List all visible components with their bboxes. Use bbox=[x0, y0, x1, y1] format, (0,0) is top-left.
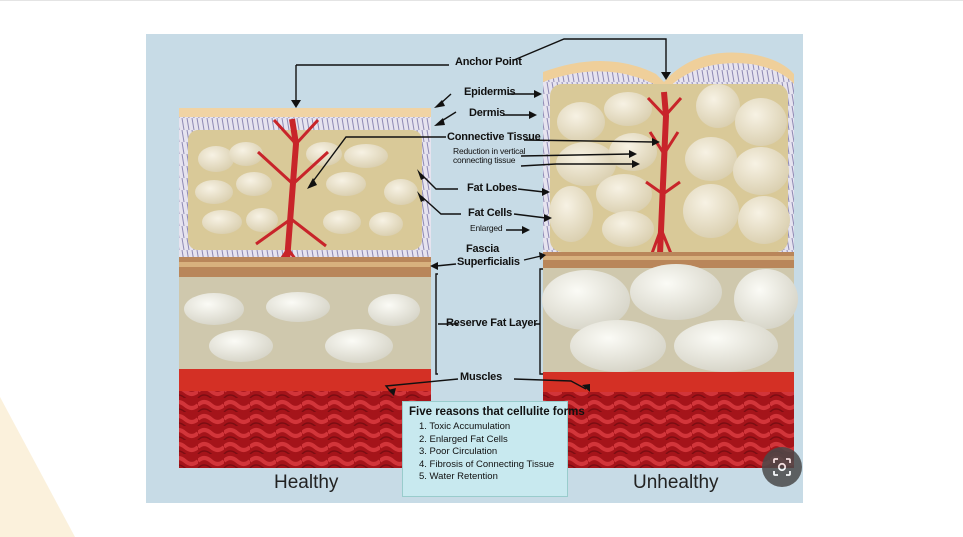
cellulite-diagram: Anchor Point Epidermis Dermis Connective… bbox=[146, 34, 803, 503]
label-epidermis: Epidermis bbox=[464, 86, 516, 98]
reason-item: 3. Poor Circulation bbox=[419, 446, 498, 457]
label-reduction-line2: connecting tissue bbox=[453, 155, 516, 165]
label-dermis: Dermis bbox=[469, 107, 506, 119]
reason-item: 1. Toxic Accumulation bbox=[419, 421, 511, 432]
label-connective-tissue: Connective Tissue bbox=[447, 131, 541, 143]
top-divider bbox=[0, 0, 963, 1]
label-reduction-line1: Reduction in vertical bbox=[453, 146, 526, 156]
label-fat-cells: Fat Cells bbox=[468, 207, 513, 219]
reasons-box: Five reasons that cellulite forms 1. Tox… bbox=[402, 401, 585, 497]
healthy-column bbox=[179, 108, 431, 468]
label-fat-lobes: Fat Lobes bbox=[467, 182, 518, 194]
visual-search-icon bbox=[773, 458, 791, 476]
label-superficialis: Superficialis bbox=[457, 256, 520, 268]
caption-unhealthy: Unhealthy bbox=[633, 472, 719, 493]
label-fascia: Fascia bbox=[466, 243, 500, 255]
reason-item: 4. Fibrosis of Connecting Tissue bbox=[419, 458, 555, 470]
reasons-list: 1. Toxic Accumulation 2. Enlarged Fat Ce… bbox=[409, 421, 561, 484]
arrow-heads bbox=[291, 72, 671, 396]
label-muscles: Muscles bbox=[460, 371, 503, 383]
corner-decoration bbox=[0, 397, 75, 537]
reason-item: 2. Enlarged Fat Cells bbox=[419, 433, 508, 445]
caption-healthy: Healthy bbox=[274, 472, 339, 493]
unhealthy-column bbox=[542, 52, 798, 468]
diagram-artwork bbox=[179, 38, 798, 468]
reasons-title: Five reasons that cellulite forms bbox=[409, 406, 585, 418]
leader-lines bbox=[295, 38, 667, 393]
visual-search-button[interactable] bbox=[762, 447, 802, 487]
reason-item: 5. Water Retention bbox=[419, 471, 498, 482]
label-enlarged: Enlarged bbox=[470, 223, 503, 233]
label-reserve-fat-layer: Reserve Fat Layer bbox=[446, 317, 538, 329]
label-anchor-point: Anchor Point bbox=[455, 56, 522, 68]
